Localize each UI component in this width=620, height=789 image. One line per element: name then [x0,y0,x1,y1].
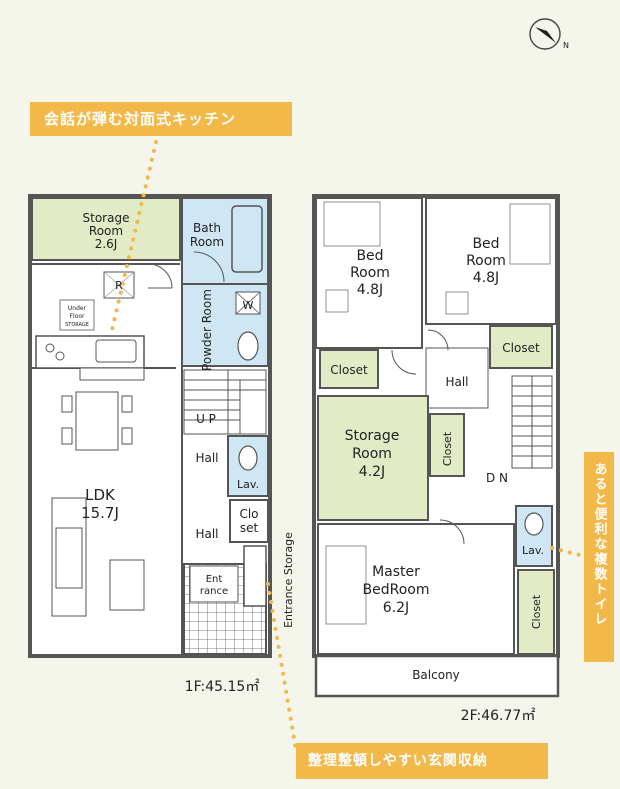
entrance-callout-banner: 整理整頓しやすい玄関収納 [296,743,548,779]
floor1-area-label: 1F:45.15㎡ [185,679,260,695]
hall-2f [425,347,489,409]
closet-2f-vertical [429,413,465,477]
second-floor [312,194,560,698]
master-label-3: 6.2J [383,600,409,616]
storage-label-1: Storage [83,211,130,225]
ldk-label-2: 15.7J [81,504,119,522]
toilet-callout-banner: あると便利な複数トイレ [584,452,614,662]
bed-left-label-2: Room [350,265,390,281]
kitchen-counter [35,335,145,369]
master-label-2: BedRoom [363,582,430,598]
storage-2f-label-1: Storage [345,428,400,444]
bed-right-label-2: Room [466,253,506,269]
storage-label-2: Room [89,224,123,238]
hall-2f-label: Hall [445,375,468,389]
under-floor-label-1: Under [68,305,87,312]
under-floor-storage [59,299,95,331]
up-label: U P [196,412,216,426]
bed-right-label-3: 4.8J [473,270,499,286]
under-floor-label-3: STORAGE [65,322,89,328]
lav-1f-label: Lav. [237,478,259,491]
storage-2f-label-3: 4.2J [359,464,385,480]
entrance-label-2: rance [200,586,228,597]
kitchen-callout-banner: 会話が弾む対面式キッチン [30,102,292,136]
closet-1f-label-1: Clo [239,507,258,521]
entrance-storage-label: Entrance Storage [282,532,295,628]
toilet-callout-text: あると便利な複数トイレ [591,462,607,627]
closet-master [517,569,555,655]
washer-label: W [243,299,254,312]
closet-1f-label-2: set [240,521,259,535]
closet-2f-right [489,325,553,369]
storage-room-2f [317,395,429,521]
balcony-label: Balcony [412,668,460,682]
compass-label: N [563,41,569,50]
fridge-label: R [115,279,123,292]
sofa [51,497,145,617]
dining-table [61,391,133,451]
under-floor-label-2: Floor [70,313,85,320]
bath-label-1: Bath [193,221,221,235]
entrance-label-1: Ent [206,574,223,585]
closet-2f-left [319,349,379,389]
storage-label-3: 2.6J [95,237,118,251]
bed-left-label-3: 4.8J [357,282,383,298]
floor2-area-label: 2F:46.77㎡ [461,708,536,724]
hall-lower-label: Hall [195,527,218,541]
closet-2f-right-label: Closet [502,341,540,355]
callout-dots [110,140,586,752]
stairs-2f [511,375,553,469]
entrance-storage-shelf [243,545,267,607]
balcony [314,654,560,698]
bath-label-2: Room [190,235,224,249]
dn-label: D N [486,471,508,485]
powder-room-label: Powder Room [200,289,214,371]
closet-master-label: Closet [530,594,543,629]
closet-2f-vertical-label: Closet [441,431,454,466]
storage-room-1f [31,197,181,261]
closet-1f [229,499,269,543]
closet-2f-left-label: Closet [330,363,368,377]
bed-left-label-1: Bed [356,248,383,264]
first-floor [28,194,272,658]
master-label-1: Master [372,564,420,580]
ldk-label-1: LDK [85,486,116,504]
storage-2f-label-2: Room [352,446,392,462]
stairs-1f [183,369,267,435]
hall-upper-label: Hall [195,451,218,465]
lav-2f-label: Lav. [522,544,544,557]
bed-right-label-1: Bed [472,236,499,252]
north-arrow-icon: N [529,18,569,50]
